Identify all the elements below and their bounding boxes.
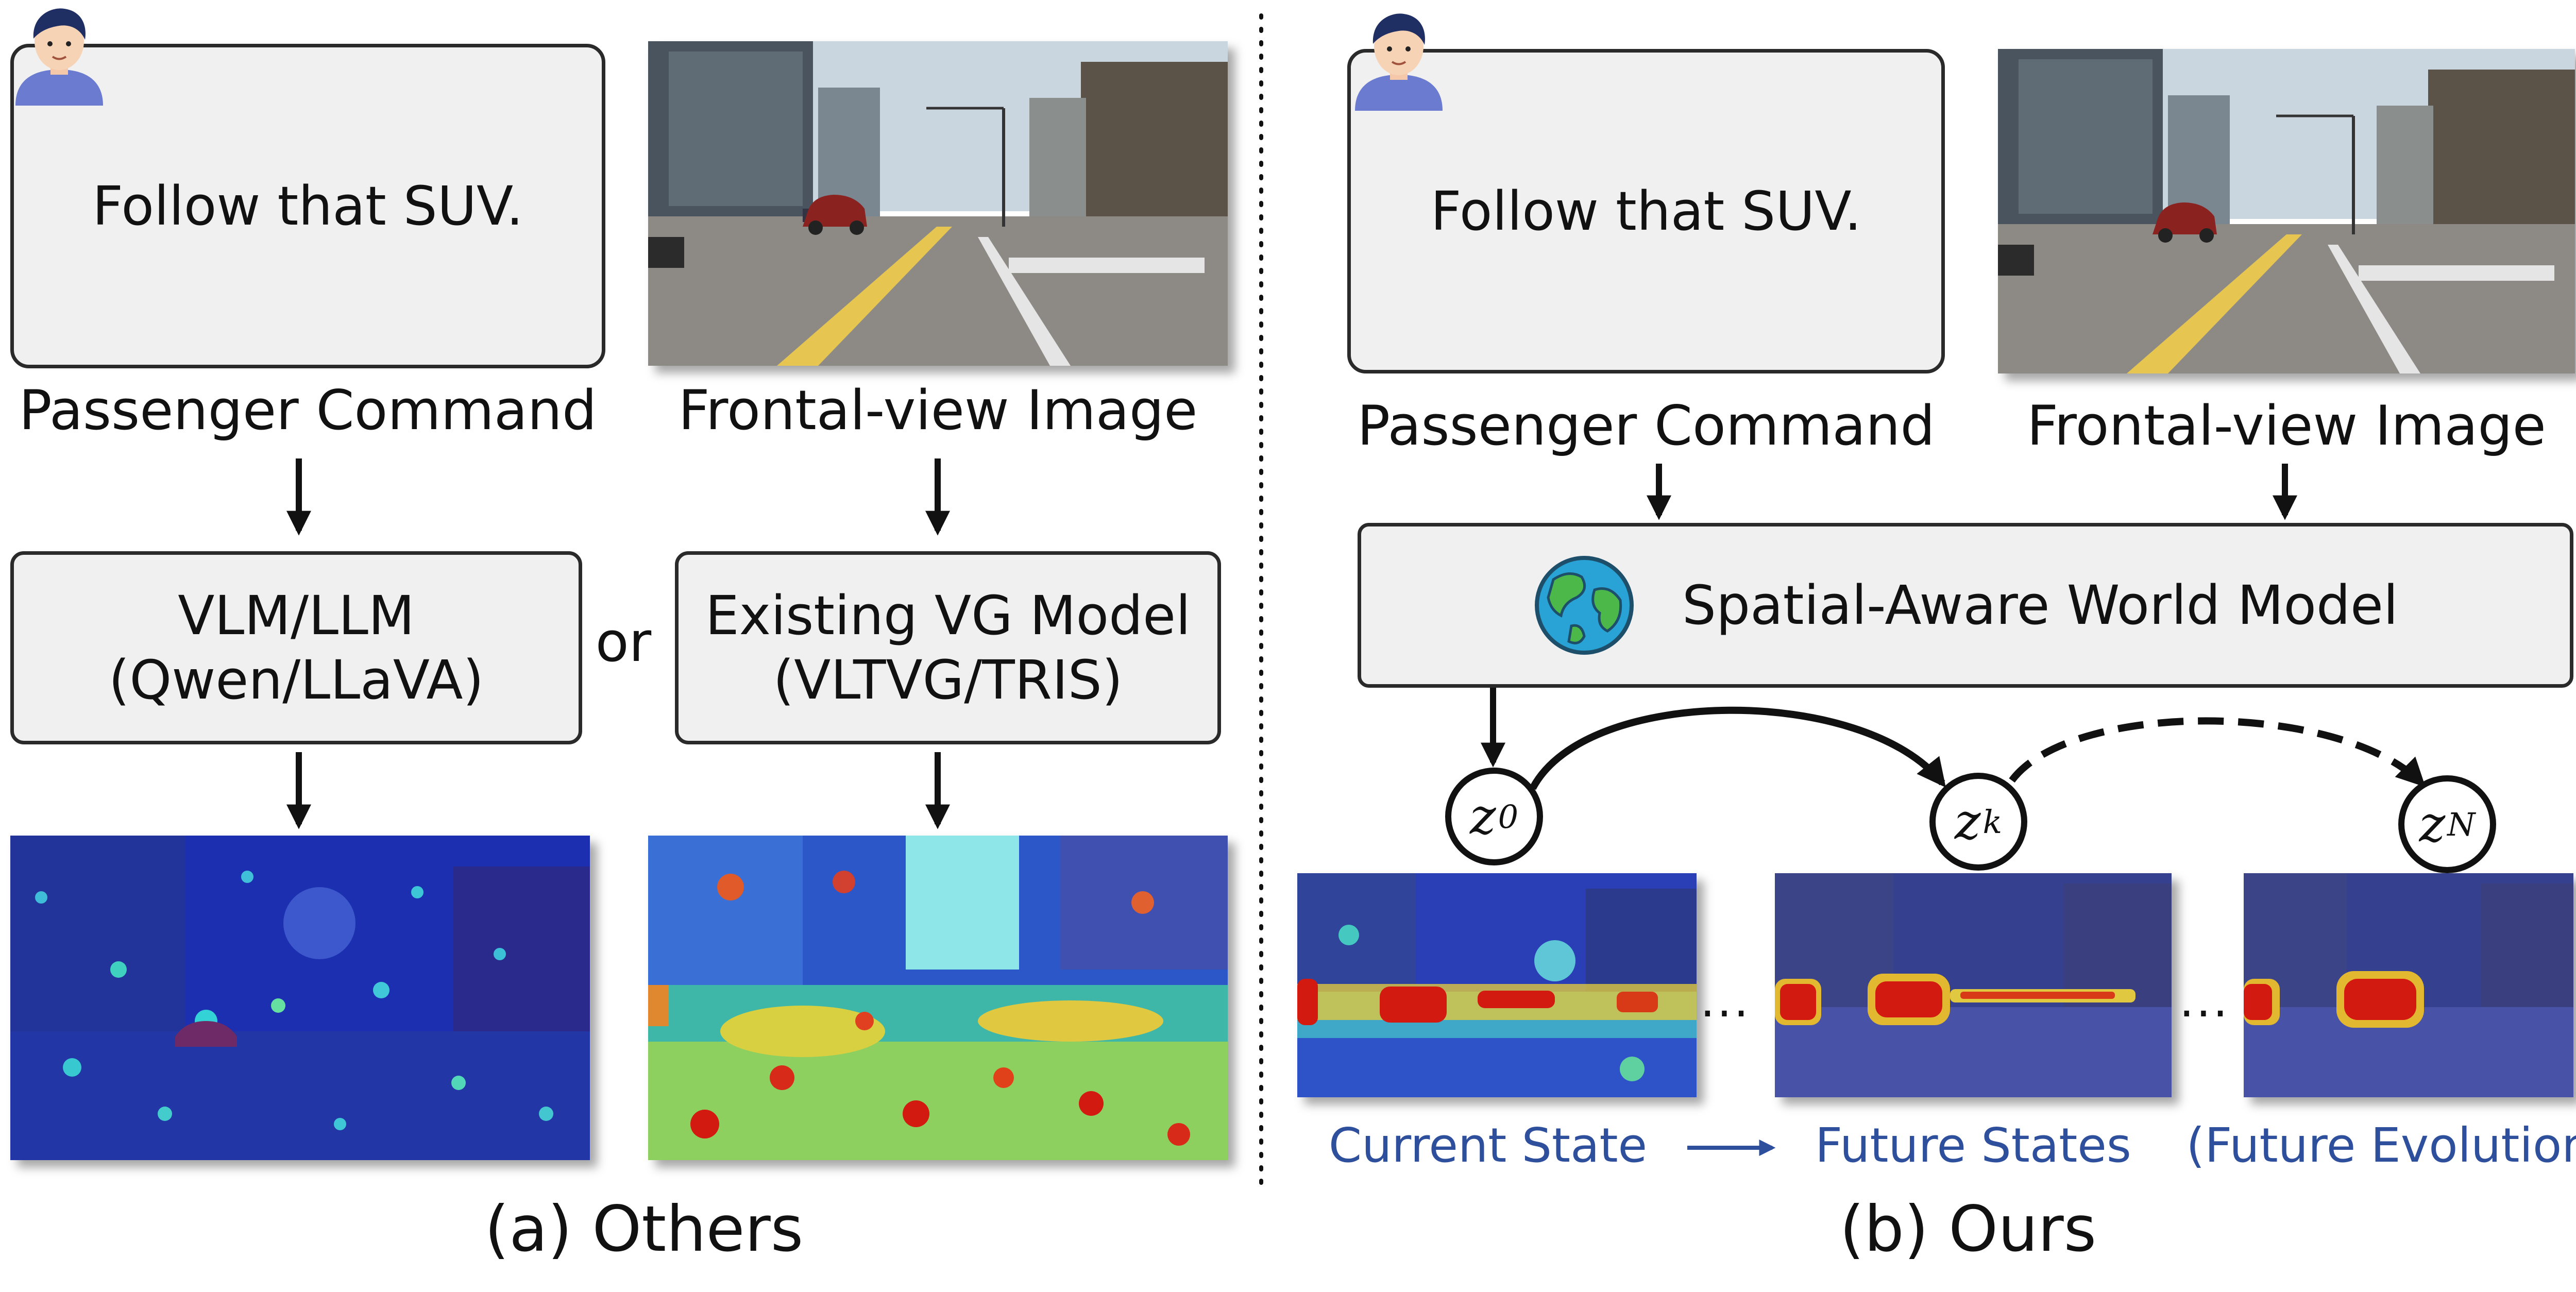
node-z0-base: z — [1469, 788, 1496, 845]
left-frontal-image — [648, 41, 1228, 366]
left-caption: (a) Others — [484, 1193, 804, 1266]
current-state-map — [1297, 873, 1697, 1097]
node-z0-sub: 0 — [1498, 797, 1519, 836]
future-state-map-n — [2244, 873, 2573, 1097]
right-command-text: Follow that SUV. — [1430, 180, 1862, 243]
vg-model-box: Existing VG Model (VLTVG/TRIS) — [675, 551, 1221, 744]
globe-icon — [1533, 554, 1636, 657]
left-command-text: Follow that SUV. — [92, 175, 523, 237]
right-frontal-image — [1998, 49, 2575, 373]
ellipsis-1: ... — [1700, 974, 1751, 1028]
node-zk-base: z — [1954, 793, 1981, 851]
future-states-label: Future States — [1815, 1118, 2131, 1173]
future-evolution-label: (Future Evolution) — [2186, 1118, 2576, 1173]
ellipsis-2: ... — [2179, 974, 2230, 1028]
right-image-label: Frontal-view Image — [2027, 394, 2546, 457]
right-command-label: Passenger Command — [1357, 394, 1935, 457]
left-command-label: Passenger Command — [19, 379, 597, 442]
world-model-text: Spatial-Aware World Model — [1682, 573, 2398, 637]
passenger-avatar-icon — [15, 8, 103, 106]
vlm-llm-box: VLM/LLM (Qwen/LLaVA) — [10, 551, 582, 744]
current-state-label: Current State — [1328, 1118, 1648, 1173]
node-zk-sub: k — [1982, 803, 2003, 841]
vg-model-text: Existing VG Model (VLTVG/TRIS) — [705, 584, 1191, 711]
left-image-label: Frontal-view Image — [678, 379, 1198, 442]
passenger-avatar-icon — [1355, 13, 1443, 111]
vg-attention-map — [648, 836, 1228, 1160]
node-zn-base: z — [2419, 795, 2446, 853]
world-model-box: Spatial-Aware World Model — [1358, 523, 2573, 688]
vlm-attention-map — [10, 836, 590, 1160]
future-state-map-k — [1775, 873, 2172, 1097]
right-passenger-avatar — [1350, 8, 1448, 111]
left-passenger-avatar — [10, 3, 108, 106]
left-command-box: Follow that SUV. — [10, 44, 605, 368]
vlm-llm-text: VLM/LLM (Qwen/LLaVA) — [108, 584, 484, 711]
arrow-zk-to-zn — [2009, 717, 2426, 787]
arrow-z0-to-zk — [1529, 706, 1946, 790]
or-text: or — [595, 610, 652, 674]
right-command-box: Follow that SUV. — [1347, 49, 1945, 373]
node-zn-sub: N — [2447, 805, 2476, 843]
right-caption: (b) Ours — [1839, 1193, 2097, 1266]
